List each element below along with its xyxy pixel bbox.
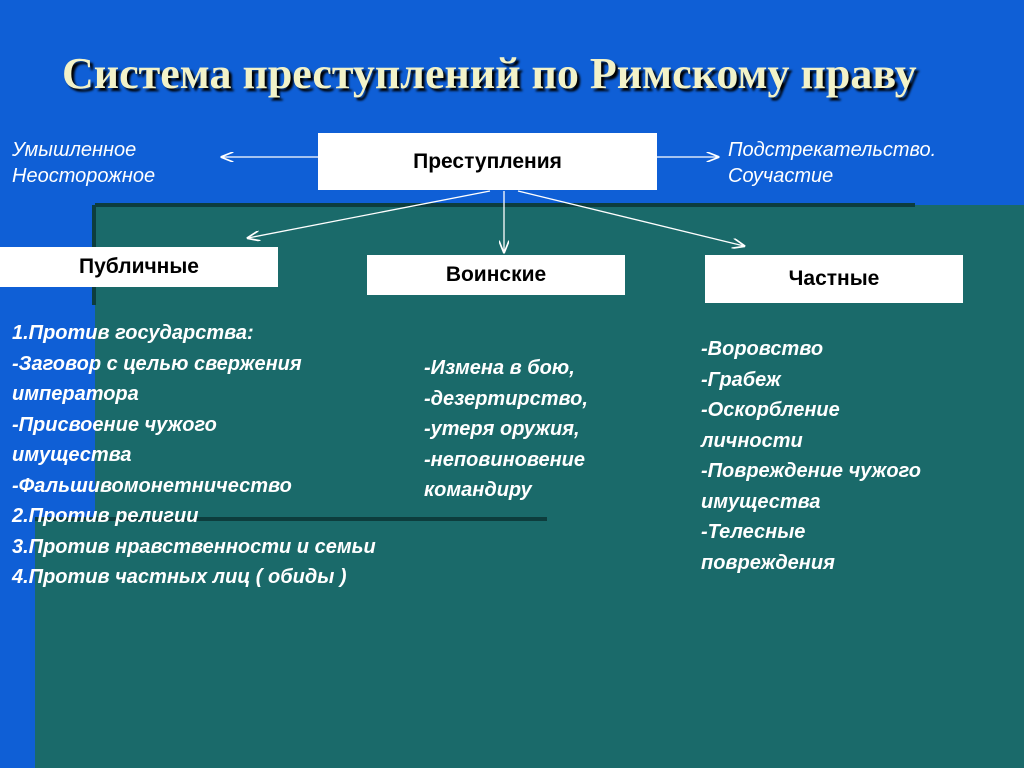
list-item: императора <box>12 383 139 405</box>
list-item: -Оскорбление <box>701 399 840 421</box>
list-item: -Фальшивомонетничество <box>12 474 292 497</box>
note-complicity: Соучастие <box>728 165 834 187</box>
category-box-military: Воинские <box>367 255 625 295</box>
list-item: 1.Против государства: <box>12 322 254 344</box>
category-label-military: Воинские <box>445 263 547 286</box>
category-label-public: Публичные <box>79 255 199 278</box>
list-item: повреждения <box>701 551 835 574</box>
root-label: Преступления <box>413 149 562 173</box>
list-item: 2.Против религии <box>12 505 199 527</box>
slide-title: Система преступлений по Римскому праву <box>62 49 917 98</box>
left-notes: Умышленное Неосторожное <box>12 137 155 189</box>
list-item: личности <box>701 429 803 452</box>
list-item: -Присвоение чужого <box>12 413 217 436</box>
list-item: командиру <box>424 479 532 501</box>
list-item: -Грабеж <box>701 368 781 391</box>
military-crimes-list: -Измена в бою, -дезертирство, -утеря ору… <box>424 353 588 506</box>
list-item: -Повреждение чужого <box>701 460 921 482</box>
note-incitement: Подстрекательство. <box>728 139 937 161</box>
note-negligent: Неосторожное <box>12 165 156 187</box>
right-notes: Подстрекательство. Соучастие <box>728 137 936 189</box>
category-box-private: Частные <box>705 255 963 303</box>
list-item: -Воровство <box>701 338 824 360</box>
list-item: -Измена в бою, <box>424 357 575 379</box>
list-item: -Телесные <box>701 521 806 543</box>
list-item: -дезертирство, <box>424 387 588 410</box>
category-box-public: Публичные <box>0 247 278 287</box>
list-item: -Заговор с целью свержения <box>12 352 302 375</box>
background-panel-lower <box>35 520 1024 768</box>
list-item: -неповиновение <box>424 448 586 471</box>
divider-line <box>95 203 915 207</box>
public-crimes-list: 1.Против государства: -Заговор с целью с… <box>12 318 376 593</box>
divider-line <box>35 517 547 521</box>
list-item: имущества <box>12 444 132 466</box>
note-intentional: Умышленное <box>12 139 137 161</box>
list-item: имущества <box>701 490 821 513</box>
list-item: 4.Против частных лиц ( обиды ) <box>12 566 347 588</box>
list-item: 3.Против нравственности и семьи <box>12 535 376 558</box>
private-crimes-list: -Воровство -Грабеж -Оскорбление личности… <box>701 334 921 578</box>
category-label-private: Частные <box>788 267 880 290</box>
list-item: -утеря оружия, <box>424 418 580 440</box>
root-box: Преступления <box>318 133 657 190</box>
